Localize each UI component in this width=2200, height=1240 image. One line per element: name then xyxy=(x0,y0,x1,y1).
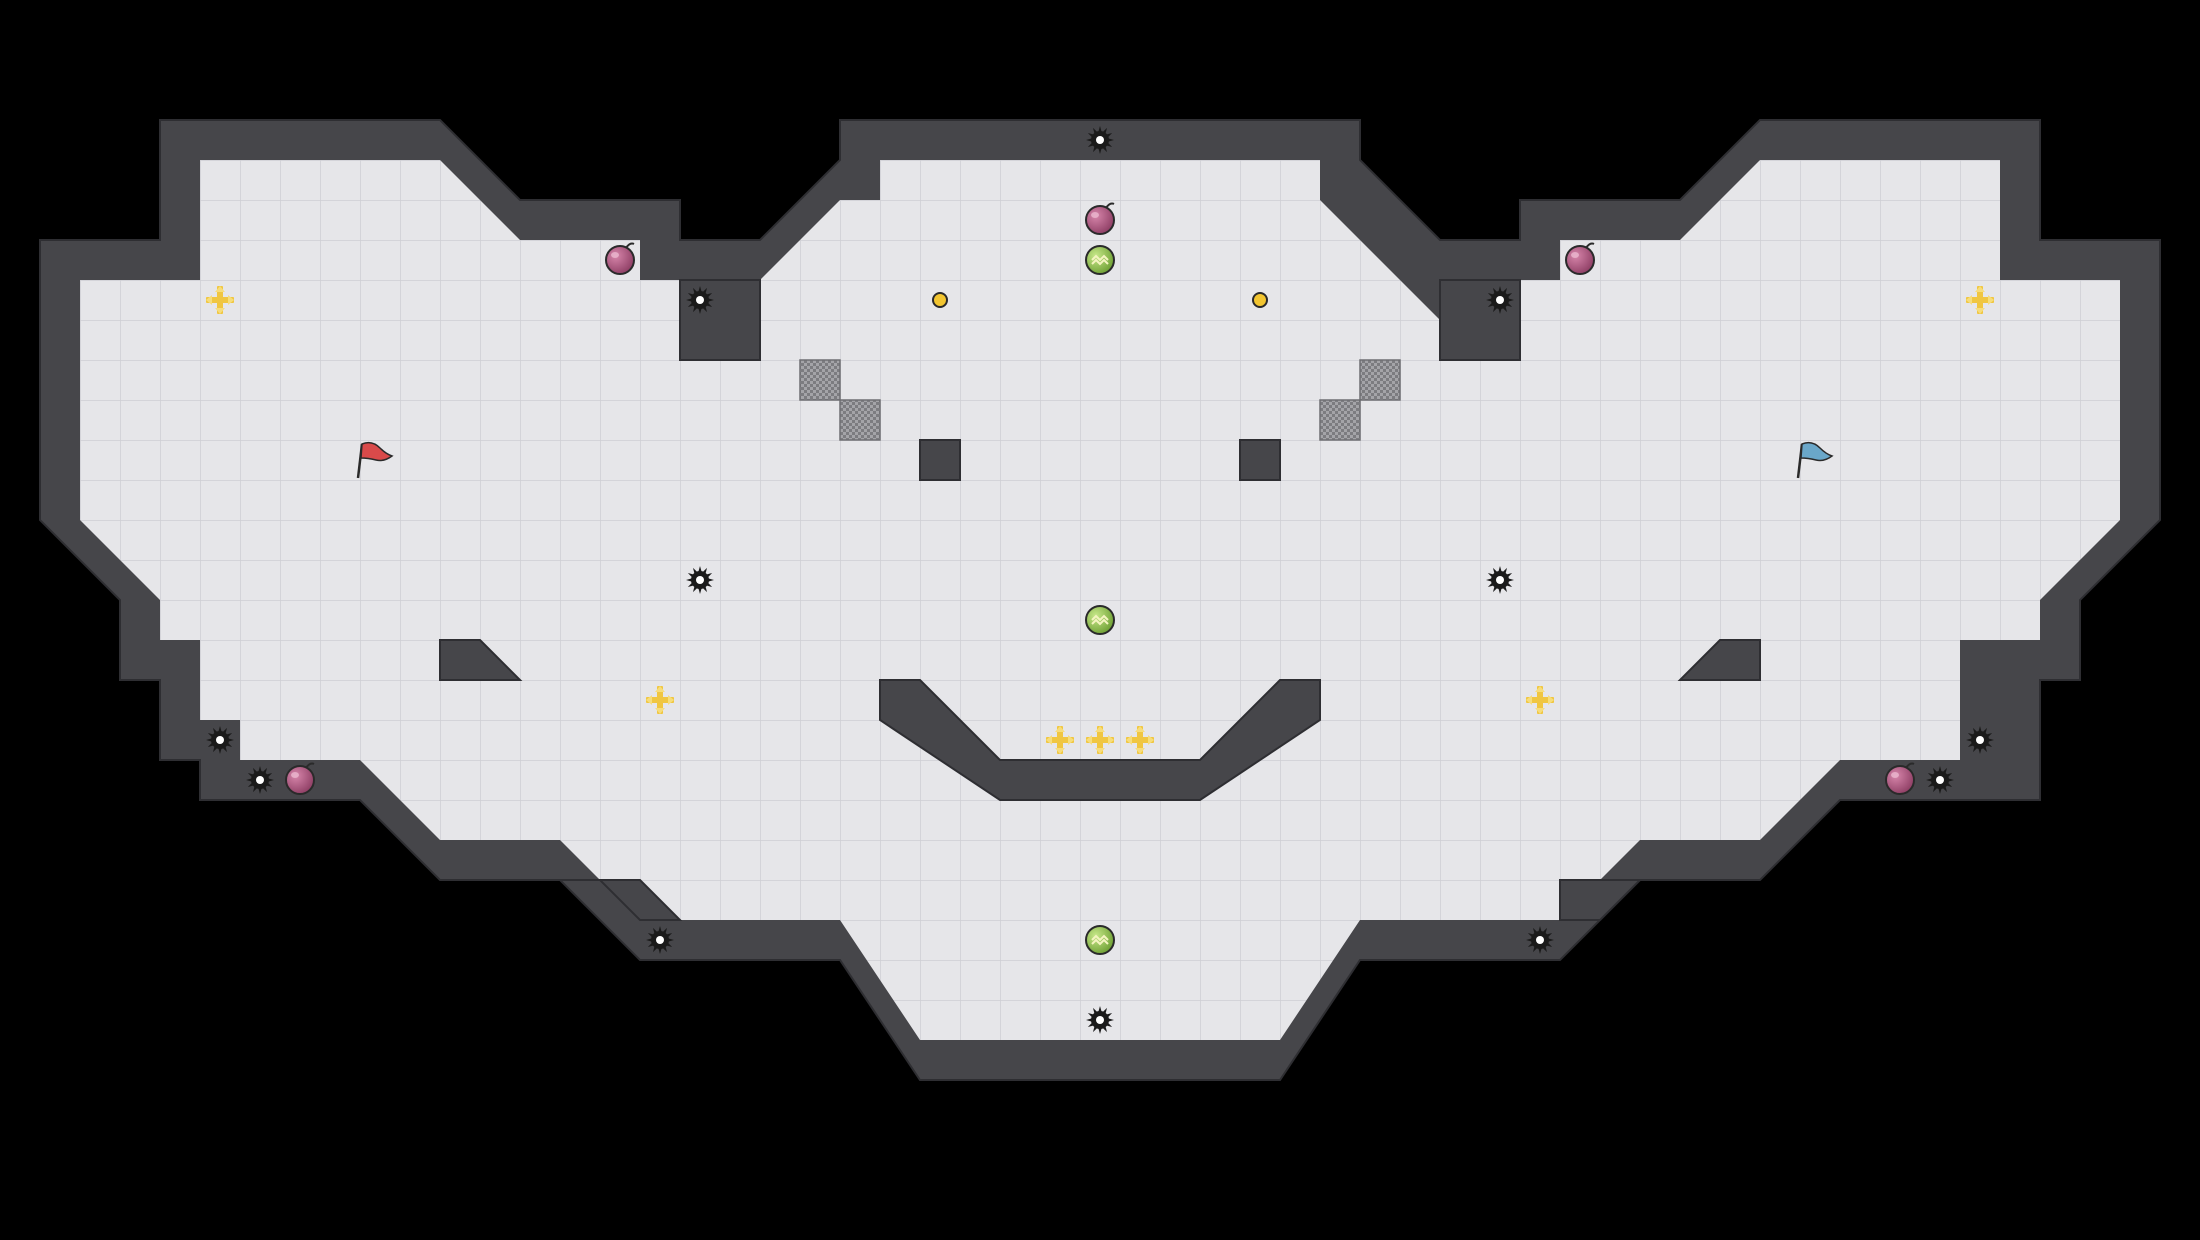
boost-icon xyxy=(1046,726,1074,754)
boost-icon xyxy=(1526,686,1554,714)
spike-icon xyxy=(686,286,714,314)
spike-icon xyxy=(1926,766,1954,794)
spike-icon xyxy=(686,566,714,594)
wall-ramp-right xyxy=(1677,639,1761,681)
tokens xyxy=(932,292,1268,308)
wall-notch-left xyxy=(679,279,761,361)
boost-icon xyxy=(1086,726,1114,754)
spike-icon xyxy=(1966,726,1994,754)
bomb-icon xyxy=(1885,762,1915,795)
spikes xyxy=(206,126,1994,1034)
spike-icon xyxy=(1526,926,1554,954)
boost-icon xyxy=(206,286,234,314)
bombs xyxy=(285,202,1915,795)
spike-icon xyxy=(1086,1006,1114,1034)
spike-icon xyxy=(646,926,674,954)
rolling-bomb-icon xyxy=(1085,245,1115,275)
red-flag-icon xyxy=(356,441,394,479)
boost-icon xyxy=(646,686,674,714)
wall-lower-right-ledge xyxy=(1559,879,1643,921)
rolling-bomb-icon xyxy=(1085,925,1115,955)
boost-icon xyxy=(1126,726,1154,754)
arena-floor xyxy=(80,160,2120,1040)
gate-tile-icon xyxy=(839,399,881,441)
spike-icon xyxy=(246,766,274,794)
bomb-icon xyxy=(605,242,635,275)
gate-tile-icon xyxy=(1359,359,1401,401)
bomb-icon xyxy=(1085,202,1115,235)
gate-tile-icon xyxy=(1319,399,1361,441)
token-icon xyxy=(932,292,948,308)
wall-ramp-left xyxy=(439,639,523,681)
blue-flag-icon xyxy=(1796,441,1834,479)
spike-icon xyxy=(1486,286,1514,314)
spike-icon xyxy=(1086,126,1114,154)
flags xyxy=(356,441,1834,479)
rolling-bombs xyxy=(1085,245,1115,955)
spike-icon xyxy=(1486,566,1514,594)
boosts xyxy=(206,286,1994,754)
gate-tile-icon xyxy=(799,359,841,401)
bomb-icon xyxy=(1565,242,1595,275)
boost-icon xyxy=(1966,286,1994,314)
inner-walls xyxy=(439,279,1761,921)
wall-lower-left-ledge xyxy=(560,879,683,921)
gate-tiles xyxy=(799,359,1401,441)
wall-block-left xyxy=(919,439,961,481)
wall-block-right xyxy=(1239,439,1281,481)
token-icon xyxy=(1252,292,1268,308)
wall-notch-right xyxy=(1439,279,1521,361)
bomb-icon xyxy=(285,762,315,795)
spike-icon xyxy=(206,726,234,754)
rolling-bomb-icon xyxy=(1085,605,1115,635)
wall-center-bowl xyxy=(879,679,1321,801)
